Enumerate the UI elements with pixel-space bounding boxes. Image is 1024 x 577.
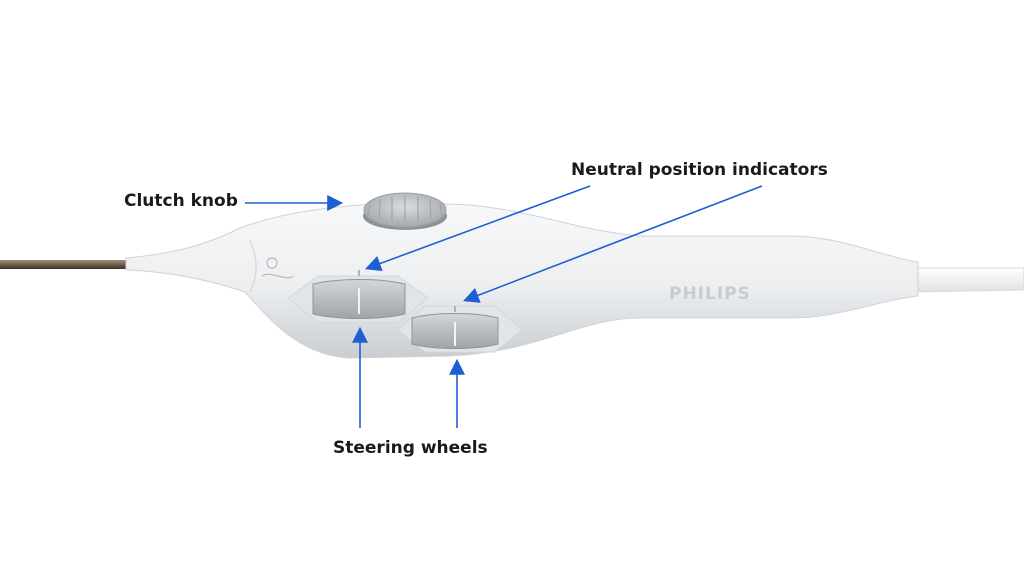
body-seam bbox=[249, 239, 257, 293]
flow-icon bbox=[261, 257, 295, 279]
steering-wheels-label: Steering wheels bbox=[333, 438, 488, 458]
clutch-knob bbox=[363, 192, 447, 230]
steering-wheel-2 bbox=[397, 305, 523, 353]
cable bbox=[904, 267, 1024, 293]
neutral-indicator-arrow-2 bbox=[463, 185, 763, 303]
neutral-position-indicators-label: Neutral position indicators bbox=[571, 160, 828, 180]
steering-wheel-1 bbox=[287, 270, 429, 323]
handle-body bbox=[125, 202, 919, 359]
brand-logo: PHILIPS bbox=[669, 284, 751, 304]
catheter-shaft bbox=[0, 260, 130, 269]
neutral-indicator-arrow-1 bbox=[364, 185, 591, 272]
clutch-knob-label: Clutch knob bbox=[124, 191, 238, 211]
